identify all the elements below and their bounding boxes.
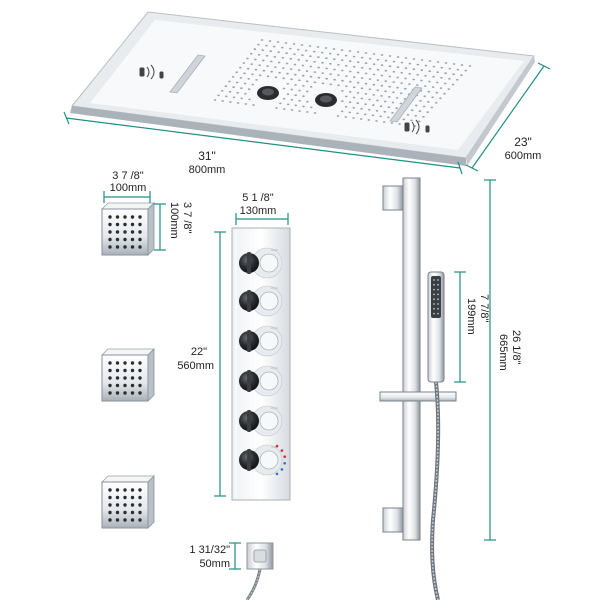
rain-shower-head: [70, 11, 535, 166]
valve-knob: [239, 405, 283, 437]
outlet-size-mm: 50mm: [199, 558, 230, 570]
shower-hose: [430, 381, 441, 600]
slide-bar-height-dimension: [484, 179, 496, 541]
slide-bar-height-inch: 26 1/8": [510, 330, 522, 365]
remote-sensor-icon-right: [404, 119, 430, 135]
valve-knob: [239, 444, 287, 476]
body-jet-width-dimension: [103, 191, 151, 203]
hand-shower-height-dimension: [454, 271, 466, 383]
rain-head-width-mm: 800mm: [188, 164, 226, 176]
rain-nozzle-grid: [213, 39, 472, 127]
body-jet-height-inch: 3 7 /8": [181, 202, 193, 234]
rain-head-depth-dimension: [465, 62, 551, 172]
body-jet-middle: [101, 348, 155, 402]
valve-knob: [239, 325, 283, 357]
music-speaker-left: [257, 86, 279, 100]
valve-knob: [239, 247, 283, 279]
remote-sensor-icon-left: [139, 64, 164, 80]
valve-knobs: [239, 247, 287, 476]
led-strip-right: [389, 86, 423, 123]
body-jet-width-inch: 3 7 /8": [112, 170, 144, 182]
valve-height-mm: 560mm: [177, 360, 214, 372]
valve-knob: [239, 285, 283, 317]
valve-width-inch: 5 1 /8": [242, 192, 274, 204]
rain-head-depth-inch: 23": [514, 135, 532, 149]
hand-shower-height-mm: 199mm: [465, 298, 477, 335]
outlet-size-inch: 1 31/32": [189, 544, 230, 556]
hand-shower: [427, 271, 445, 383]
led-strip-left: [169, 54, 206, 94]
wall-water-outlet: [245, 542, 274, 600]
body-jet-width-mm: 100mm: [109, 182, 147, 194]
valve-height-dimension: [214, 231, 226, 497]
rain-head-width-inch: 31": [198, 149, 216, 163]
valve-width-dimension: [235, 213, 289, 225]
rain-head-depth-mm: 600mm: [504, 150, 542, 162]
slide-bar-height-mm: 665mm: [497, 334, 509, 371]
music-speaker-right: [315, 93, 337, 107]
hand-shower-height-inch: 7 7/8": [478, 294, 490, 323]
body-jet-top: [101, 202, 155, 256]
outlet-size-dimension: [229, 542, 241, 570]
rain-head-width-dimension: [63, 111, 463, 175]
valve-knob: [239, 365, 283, 397]
valve-height-inch: 22": [190, 346, 207, 358]
valve-width-mm: 130mm: [239, 205, 277, 217]
body-jet-height-mm: 100mm: [168, 202, 180, 239]
body-jet-bottom: [101, 475, 155, 529]
body-jet-height-dimension: [154, 203, 166, 251]
slide-bar: [379, 177, 457, 541]
